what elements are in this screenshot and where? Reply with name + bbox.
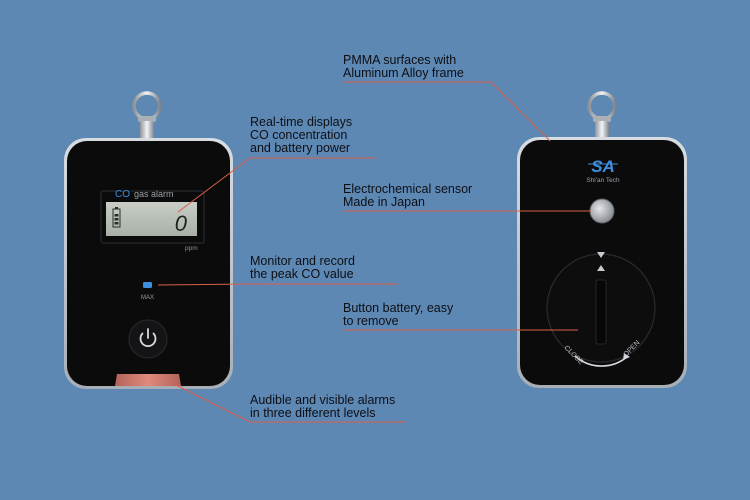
back-device: SA Shi'an Tech CLOSE OPEN [517,91,687,388]
brand-logo: SA Shi'an Tech [586,157,620,184]
callout-realtime-line2: CO concentration [250,128,348,142]
power-icon [139,328,157,347]
callout-alarms: Audible and visible alarms in three diff… [250,394,395,420]
callout-battery-line1: Button battery, easy [343,301,454,315]
callout-sensor-line1: Electrochemical sensor [343,182,473,196]
alarm-led-bar [115,374,181,386]
callout-peak-line1: Monitor and record [250,254,355,268]
callout-battery: Button battery, easy to remove [343,302,453,328]
display-brand: CO [115,189,130,200]
arrow-down-icon [597,252,605,258]
arrow-up-icon [597,265,605,271]
leader-alarms [171,382,251,423]
unit-label: ppm [185,245,198,252]
leader-pmma [490,81,551,142]
battery-icon [112,207,121,228]
callout-pmma-line1: PMMA surfaces with [343,53,457,67]
keyring-icon [132,91,162,141]
max-label: MAX [141,295,154,301]
lcd-display: CO gas alarm 0 ppm [100,189,205,252]
callout-pmma: PMMA surfaces with Aluminum Alloy frame [343,54,464,80]
leader-peak [157,283,251,286]
callout-pmma-line2: Aluminum Alloy frame [343,66,464,80]
callout-battery-line2: to remove [343,314,399,328]
callout-sensor-line2: Made in Japan [343,195,426,209]
logo-mark: SA [591,157,615,176]
lcd-reading: 0 [175,211,188,236]
leader-realtime [177,157,251,213]
power-button[interactable] [128,319,168,359]
callout-alarms-line1: Audible and visible alarms [250,393,396,407]
callout-alarms-line2: in three different levels [250,406,376,420]
sensor-grille-icon [589,198,615,224]
callout-sensor: Electrochemical sensor Made in Japan [343,183,472,209]
max-indicator-led [143,282,152,288]
keyring-icon [587,91,617,141]
display-title: gas alarm [134,189,174,199]
callout-peak-line2: the peak CO value [250,267,354,281]
lcd-screen [106,202,197,236]
front-device: CO gas alarm 0 ppm MAX [64,91,233,389]
callout-peak: Monitor and record the peak CO value [250,255,355,281]
leader-lines [157,81,591,423]
callout-realtime: Real-time displays CO concentration and … [250,116,352,155]
callout-realtime-line1: Real-time displays [250,115,353,129]
callout-realtime-line3: and battery power [250,141,351,155]
brand-name: Shi'an Tech [586,177,620,184]
